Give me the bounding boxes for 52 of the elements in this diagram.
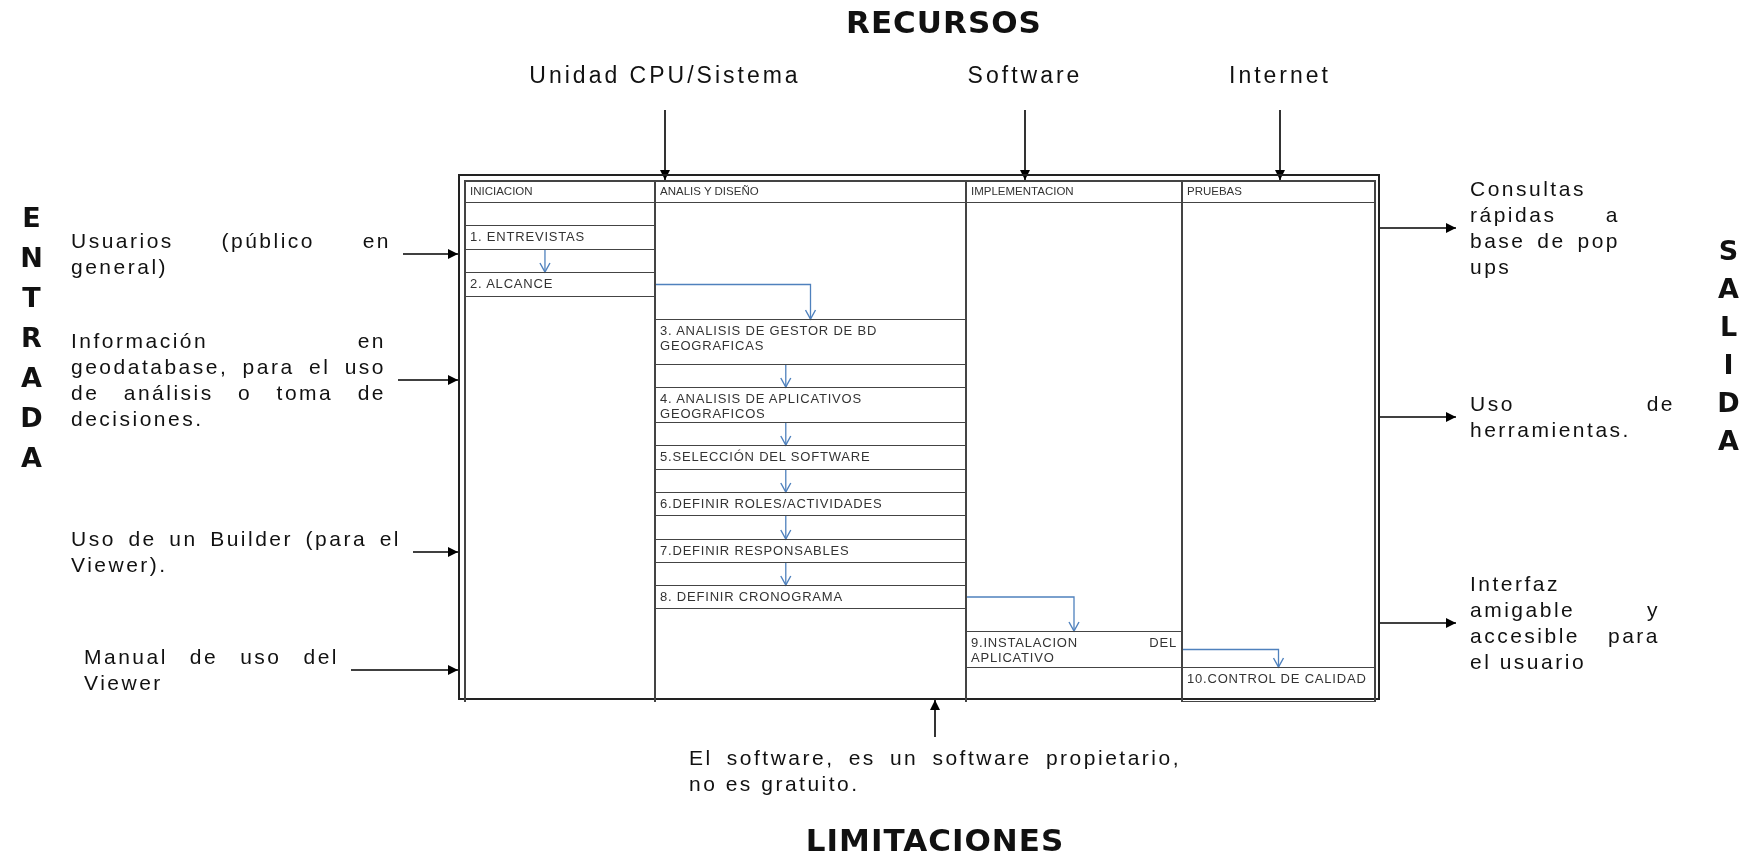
annotation-text: Usuarios (público en general)	[71, 228, 391, 280]
process-step: 8. DEFINIR CRONOGRAMA	[656, 585, 965, 609]
lane-header: INICIACION	[466, 182, 654, 203]
lane-header: IMPLEMENTACION	[967, 182, 1181, 203]
process-step: 9.INSTALACION DEL APLICATIVO	[967, 631, 1181, 668]
vertical-title: ENTRADA	[19, 201, 44, 475]
annotation-text: Consultas rápidas a base de pop ups	[1470, 176, 1620, 280]
arrow	[780, 515, 792, 540]
resource-text: Unidad CPU/Sistema	[500, 62, 830, 88]
arrow	[1180, 648, 1285, 668]
annotation-text: Información en geodatabase, para el uso de análisis o toma de decisiones.	[71, 328, 386, 432]
swimlane-column	[1181, 180, 1376, 702]
process-step: 4. ANALISIS DE APLICATIVOS GEOGRAFICOS	[656, 387, 965, 423]
arrow	[780, 364, 792, 388]
process-step: 1. ENTREVISTAS	[466, 225, 654, 250]
arrow	[539, 249, 551, 273]
process-step: 5.SELECCIÓN DEL SOFTWARE	[656, 445, 965, 470]
arrow	[1020, 109, 1030, 181]
arrow	[402, 249, 459, 259]
arrow	[1379, 223, 1457, 233]
lane-header: ANALIS Y DISEÑO	[656, 182, 965, 203]
resource-text: Internet	[1210, 62, 1350, 88]
arrow	[653, 283, 817, 320]
arrow	[780, 562, 792, 586]
swimlane-column	[464, 180, 656, 702]
arrow	[964, 596, 1080, 632]
arrow	[1379, 618, 1457, 628]
process-step: 10.CONTROL DE CALIDAD	[1183, 667, 1374, 702]
process-step: 3. ANALISIS DE GESTOR DE BD GEOGRAFICAS	[656, 319, 965, 365]
process-step: 7.DEFINIR RESPONSABLES	[656, 539, 965, 563]
arrow	[780, 422, 792, 446]
arrow	[1275, 109, 1285, 181]
arrow	[397, 375, 459, 385]
arrow	[412, 547, 459, 557]
arrow	[780, 469, 792, 493]
process-step: 2. ALCANCE	[466, 272, 654, 297]
annotation-text: Interfaz amigable y accesible para el usuario	[1470, 571, 1660, 675]
section-title: RECURSOS	[845, 3, 1043, 42]
arrow	[1379, 412, 1457, 422]
annotation-text: El software, es un software propietario, no es gratuito.	[689, 745, 1181, 797]
annotation-text: Manual de uso del Viewer	[84, 644, 339, 696]
resource-text: Software	[930, 62, 1120, 88]
arrow	[350, 665, 459, 675]
process-table-frame	[458, 174, 1380, 700]
vertical-title: SALIDA	[1716, 234, 1741, 458]
annotation-text: Uso de herramientas.	[1470, 391, 1675, 443]
annotation-text: Uso de un Builder (para el Viewer).	[71, 526, 401, 578]
lane-header: PRUEBAS	[1183, 182, 1374, 203]
arrow	[660, 109, 670, 181]
section-title: LIMITACIONES	[804, 821, 1066, 860]
arrow	[930, 699, 940, 738]
process-step: 6.DEFINIR ROLES/ACTIVIDADES	[656, 492, 965, 516]
